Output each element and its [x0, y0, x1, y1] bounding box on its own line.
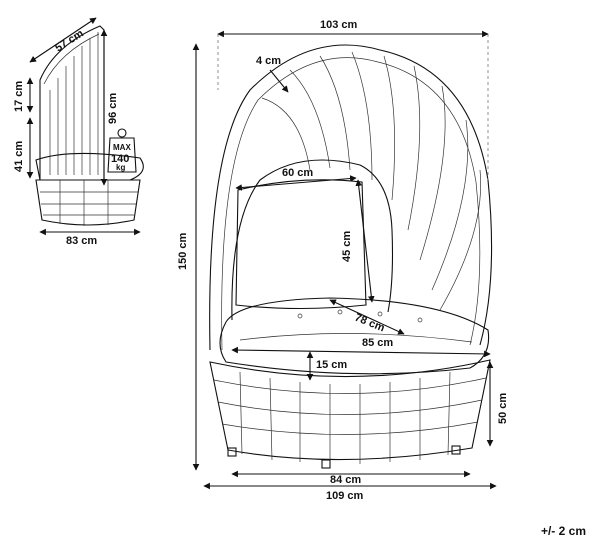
base-width-label: 84 cm [330, 474, 361, 486]
cushion-width-dim-line [231, 346, 491, 358]
cushion-width-label: 85 cm [362, 337, 393, 349]
tolerance-note: +/- 2 cm [540, 524, 586, 538]
frame-thickness-dim-line [269, 69, 289, 93]
side-view-drawing [35, 25, 144, 226]
side-width-label: 83 cm [66, 235, 97, 247]
front-view-drawing [209, 44, 493, 469]
total-height-label: 150 cm [177, 232, 189, 270]
side-depth-label: 57 cm [53, 27, 86, 54]
opening-width-dim-line [235, 175, 357, 191]
opening-height-dim-line [355, 179, 375, 303]
side-depth-dim-line [29, 17, 97, 63]
overall-width-label: 109 cm [326, 490, 364, 502]
cushion-thickness-label: 15 cm [316, 359, 347, 371]
opening-width-label: 60 cm [282, 167, 313, 179]
side-canopy-label: 17 cm [13, 81, 25, 112]
seat-depth-dim-line [329, 299, 405, 335]
max-load-weight-icon [107, 128, 137, 173]
top-width-label: 103 cm [320, 19, 358, 31]
max-load-line2: 140 [111, 153, 129, 165]
max-load-line3: kg [116, 163, 125, 172]
base-height-label: 50 cm [497, 393, 509, 424]
side-seat-height-label: 41 cm [13, 141, 25, 172]
frame-thickness-label: 4 cm [256, 55, 281, 67]
opening-height-label: 45 cm [341, 231, 353, 262]
max-load-line1: MAX [113, 143, 131, 152]
side-height-label: 96 cm [107, 93, 119, 124]
